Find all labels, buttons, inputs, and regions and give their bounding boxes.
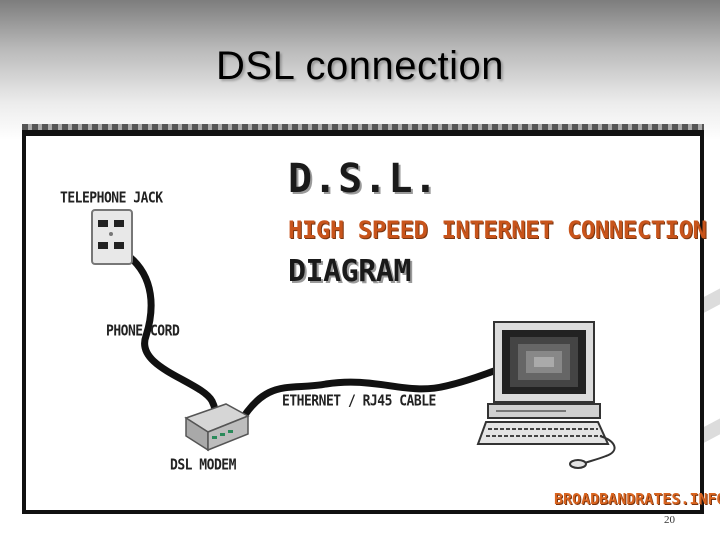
diagram-drawing xyxy=(91,209,616,469)
heading-diagram: DIAGRAM xyxy=(288,254,411,289)
label-telephone-jack: TELEPHONE JACK xyxy=(60,189,163,208)
label-phone-cord: PHONE CORD xyxy=(106,322,180,341)
slide-number: 20 xyxy=(664,514,675,526)
label-ethernet-cable: ETHERNET / RJ45 CABLE xyxy=(282,392,436,411)
diagram-frame: D.S.L. HIGH SPEED INTERNET CONNECTION DI… xyxy=(22,124,720,514)
heading-high-speed: HIGH SPEED INTERNET CONNECTION xyxy=(288,216,707,244)
computer-icon xyxy=(476,321,616,469)
ethernet-cable xyxy=(234,364,508,430)
brand-logo-text: BROADBANDRATES.INFO xyxy=(554,490,720,508)
label-dsl-modem: DSL MODEM xyxy=(170,456,236,475)
slide-title: DSL connection xyxy=(216,44,504,88)
dsl-modem-icon xyxy=(184,403,250,452)
telephone-jack-icon xyxy=(91,209,133,265)
heading-dsl: D.S.L. xyxy=(288,156,439,202)
